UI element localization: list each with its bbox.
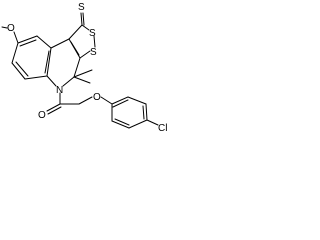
bond-c4-n (62, 76, 75, 87)
bond-benzo-a-inner (44, 50, 50, 74)
bond-aryl-cl (146, 119, 159, 126)
bond-benzo-c (11, 62, 26, 80)
ether-oxygen-label: O (93, 92, 101, 103)
bond-c9b-c9c (50, 38, 70, 49)
bond-lines (1, 12, 159, 129)
bond-aryl-c-inner (142, 105, 145, 120)
carbonyl-oxygen-label: O (38, 110, 46, 121)
atom-labels: S S S O N O O Cl (7, 2, 167, 134)
ring-nitrogen-label: N (56, 85, 63, 96)
carbonyl-double-bond-a (46, 103, 61, 112)
bond-aryl-e-inner (114, 118, 130, 126)
chlorine-label: Cl (158, 123, 167, 134)
bond-benzo-e (17, 35, 38, 44)
bond-c4-methyl-a (73, 69, 93, 78)
bond-benzo-c-inner (15, 61, 29, 77)
bond-aryl-a-inner (112, 99, 129, 108)
bond-c4-methyl-b (73, 76, 91, 84)
bond-benzo-a (46, 47, 52, 77)
molecule-structure: S S S O N O O Cl (1, 2, 167, 134)
bond-benzo-b (24, 75, 48, 80)
carbonyl-double-bond-b (47, 106, 62, 115)
bond-c1-c9b (68, 24, 83, 40)
bond-c9b-c9a-inner (70, 41, 80, 56)
bond-aryl-d (128, 119, 148, 129)
bond-n-c5a (46, 75, 57, 87)
bond-s2-c4 (79, 50, 91, 59)
bond-methoxy-o (13, 31, 19, 44)
bond-aryl-b (127, 96, 147, 105)
bond-ch2-o (78, 96, 93, 105)
bond-s1-s2 (93, 35, 96, 48)
thione-sulfur-label: S (78, 2, 85, 13)
bond-c9a-c4 (73, 57, 81, 78)
bond-o-aryl (100, 96, 113, 105)
bond-methoxy-ch3 (1, 26, 8, 29)
ring-sulfur-1-label: S (89, 28, 96, 39)
methoxy-oxygen-label: O (7, 23, 15, 34)
bond-benzo-e-inner (19, 39, 37, 47)
bond-aryl-c (145, 103, 148, 121)
bond-benzo-d (11, 42, 19, 64)
thione-double-bond-a (80, 12, 83, 26)
thione-double-bond-b (82, 12, 85, 26)
bond-aryl-e (111, 120, 130, 129)
bond-aryl-a (111, 96, 129, 105)
bond-c1-s1 (81, 24, 90, 31)
bond-benzo-f (36, 35, 52, 49)
ring-sulfur-2-label: S (90, 47, 97, 58)
